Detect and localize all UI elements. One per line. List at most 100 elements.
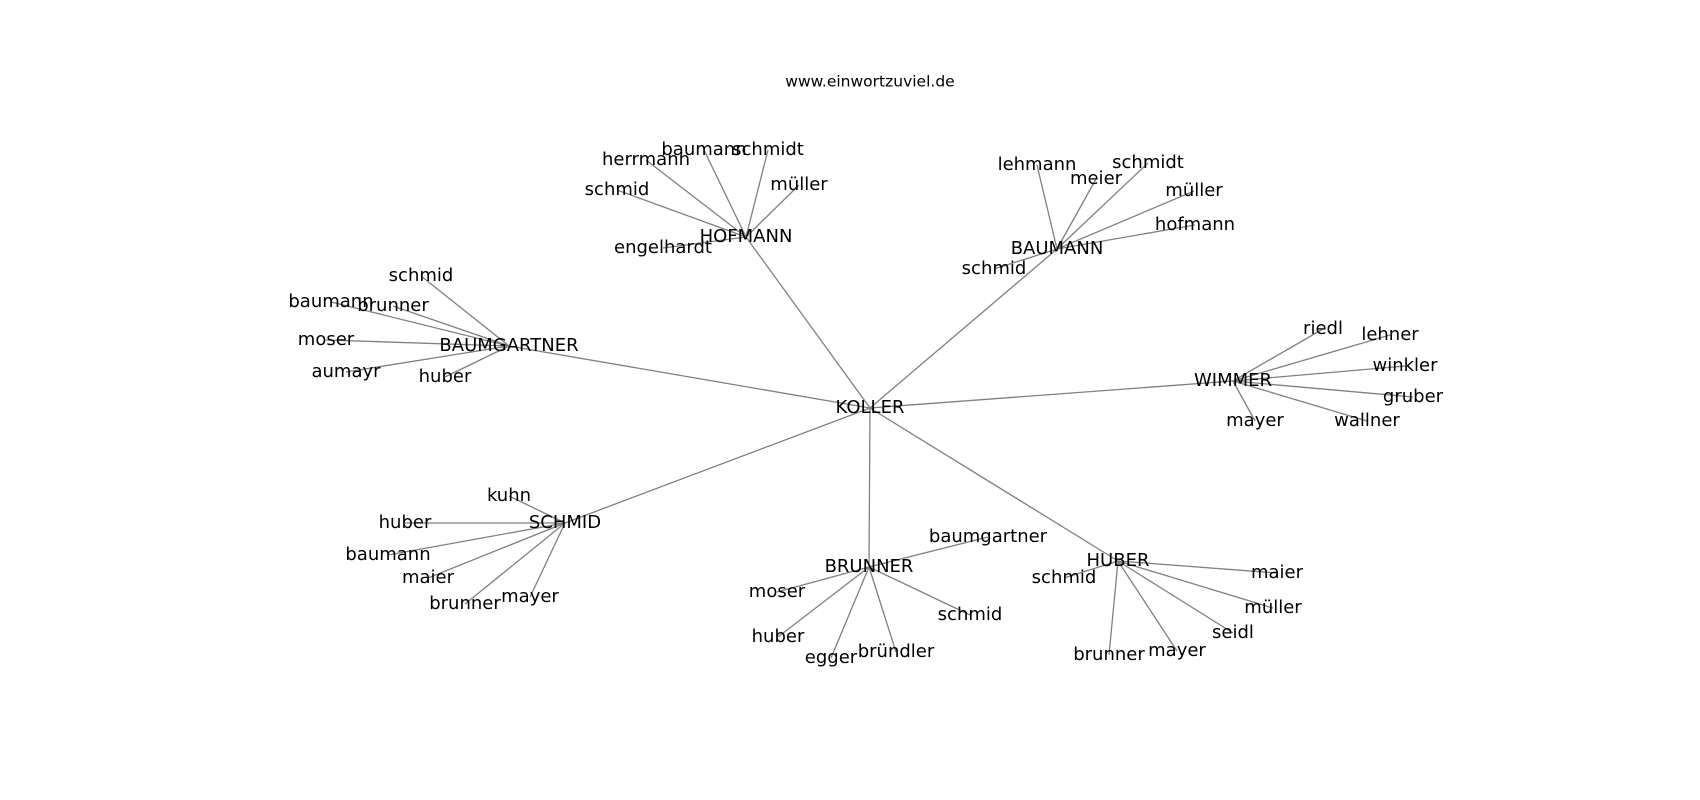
- edge-wimmer-lehner: [1232, 334, 1391, 382]
- edge-koller-baumgartner: [508, 345, 871, 409]
- leaf-baumann-lehmann: lehmann: [998, 154, 1077, 175]
- leaf-huber-maier: maier: [1251, 562, 1304, 583]
- edge-wimmer-gruber: [1232, 380, 1414, 398]
- edge-hofmann-schmid: [616, 189, 747, 238]
- edge-huber-seidl: [1117, 560, 1234, 634]
- leaf-baumgartner-baumann: baumann: [288, 291, 373, 312]
- leaf-huber-schmid: schmid: [1032, 567, 1097, 588]
- site-title: www.einwortzuviel.de: [785, 73, 954, 91]
- edge-brunner-bruendler: [868, 566, 897, 653]
- edge-baumgartner-moser: [325, 339, 510, 347]
- leaf-brunner-moser: moser: [749, 581, 806, 602]
- edge-huber-mayer: [1117, 560, 1178, 652]
- leaf-wimmer-lehner: lehner: [1361, 324, 1419, 345]
- leaf-schmid-brunner: brunner: [429, 593, 501, 614]
- leaf-baumgartner-moser: moser: [298, 329, 355, 350]
- leaf-hofmann-engelhardt: engelhardt: [614, 237, 712, 258]
- edge-koller-brunner: [868, 407, 871, 568]
- leaf-brunner-huber: huber: [752, 626, 805, 647]
- leaf-huber-brunner: brunner: [1073, 644, 1145, 665]
- leaf-baumgartner-schmid: schmid: [389, 265, 454, 286]
- edge-huber-brunner: [1108, 560, 1119, 656]
- node-wimmer: WIMMER: [1194, 370, 1272, 391]
- edge-brunner-baumgartner: [868, 536, 989, 568]
- edge-baumgartner-aumayr: [345, 345, 510, 373]
- leaf-brunner-baumgartner: baumgartner: [929, 526, 1048, 547]
- leaf-huber-mayer: mayer: [1148, 640, 1206, 661]
- leaf-schmid-huber: huber: [379, 512, 432, 533]
- node-brunner: BRUNNER: [825, 556, 914, 577]
- leaf-wimmer-winkler: winkler: [1372, 355, 1438, 376]
- leaf-schmid-mayer: mayer: [501, 586, 559, 607]
- edge-hofmann-baumann: [703, 149, 747, 238]
- edge-koller-wimmer: [869, 380, 1234, 409]
- edge-schmid-baumann: [387, 522, 566, 556]
- leaf-schmid-baumann: baumann: [345, 544, 430, 565]
- edge-brunner-egger: [830, 566, 870, 659]
- edge-koller-schmid: [564, 407, 871, 524]
- edge-schmid-brunner: [464, 522, 566, 605]
- leaf-brunner-bruendler: bründler: [858, 641, 935, 662]
- edge-brunner-huber: [777, 566, 870, 638]
- edge-baumann-mueller: [1056, 190, 1195, 250]
- edge-hofmann-herrmann: [645, 159, 747, 238]
- leaf-baumgartner-aumayr: aumayr: [311, 361, 381, 382]
- node-huber: HUBER: [1087, 550, 1150, 571]
- node-schmid: SCHMID: [529, 512, 601, 533]
- edge-baumgartner-schmid: [420, 275, 510, 347]
- leaf-huber-mueller: müller: [1244, 597, 1302, 618]
- edge-schmid-kuhn: [508, 495, 566, 524]
- leaf-wimmer-wallner: wallner: [1334, 410, 1400, 431]
- edge-baumgartner-baumann: [330, 301, 510, 347]
- leaf-wimmer-gruber: gruber: [1383, 386, 1444, 407]
- edge-hofmann-engelhardt: [662, 236, 747, 249]
- edge-hofmann-mueller: [745, 184, 800, 238]
- edge-brunner-schmid: [868, 566, 971, 616]
- edge-brunner-moser: [776, 566, 870, 593]
- node-baumann: BAUMANN: [1011, 238, 1104, 259]
- node-hofmann: HOFMANN: [700, 226, 793, 247]
- edges-layer: [325, 149, 1414, 659]
- leaf-hofmann-mueller: müller: [770, 174, 828, 195]
- node-baumgartner: BAUMGARTNER: [439, 335, 578, 356]
- leaf-hofmann-schmid: schmid: [585, 179, 650, 200]
- edge-wimmer-riedl: [1232, 328, 1324, 382]
- leaf-baumann-schmidt: schmidt: [1112, 152, 1184, 173]
- leaf-huber-seidl: seidl: [1212, 622, 1254, 643]
- leaf-baumann-schmid: schmid: [962, 258, 1027, 279]
- edge-baumann-schmid: [993, 248, 1058, 270]
- edge-hofmann-schmidt: [745, 149, 769, 238]
- leaf-schmid-kuhn: kuhn: [487, 485, 531, 506]
- leaf-hofmann-schmidt: schmidt: [732, 139, 804, 160]
- leaf-hofmann-baumann: baumann: [661, 139, 746, 160]
- leaf-brunner-schmid: schmid: [938, 604, 1003, 625]
- edge-wimmer-wallner: [1232, 380, 1368, 422]
- edge-baumann-schmidt: [1056, 162, 1149, 250]
- leaf-baumann-hofmann: hofmann: [1155, 214, 1235, 235]
- node-koller-center: KOLLER: [836, 397, 905, 418]
- edge-baumgartner-huber: [444, 345, 510, 378]
- edge-baumann-meier: [1056, 178, 1097, 250]
- leaf-wimmer-riedl: riedl: [1303, 318, 1343, 339]
- leaf-baumgartner-brunner: brunner: [357, 295, 429, 316]
- leaf-wimmer-mayer: mayer: [1226, 410, 1284, 431]
- leaf-brunner-egger: egger: [805, 647, 858, 668]
- edge-wimmer-mayer: [1232, 380, 1256, 422]
- edge-huber-mueller: [1117, 560, 1274, 609]
- edge-baumann-lehmann: [1036, 164, 1058, 250]
- leaf-baumgartner-huber: huber: [419, 366, 472, 387]
- edge-schmid-mayer: [529, 522, 566, 598]
- edge-huber-schmid: [1063, 560, 1119, 579]
- edge-schmid-maier: [427, 522, 566, 579]
- edge-baumann-hofmann: [1056, 224, 1196, 250]
- edge-wimmer-winkler: [1232, 365, 1406, 382]
- leaf-schmid-maier: maier: [402, 567, 455, 588]
- edge-koller-hofmann: [745, 236, 871, 409]
- edge-huber-maier: [1117, 560, 1278, 574]
- leaf-baumann-meier: meier: [1070, 168, 1123, 189]
- labels-layer: KOLLERHOFMANNengelhardtschmidherrmannbau…: [288, 139, 1443, 668]
- edge-koller-baumann: [869, 248, 1058, 409]
- edge-baumgartner-brunner: [392, 305, 510, 347]
- leaf-hofmann-herrmann: herrmann: [602, 149, 690, 170]
